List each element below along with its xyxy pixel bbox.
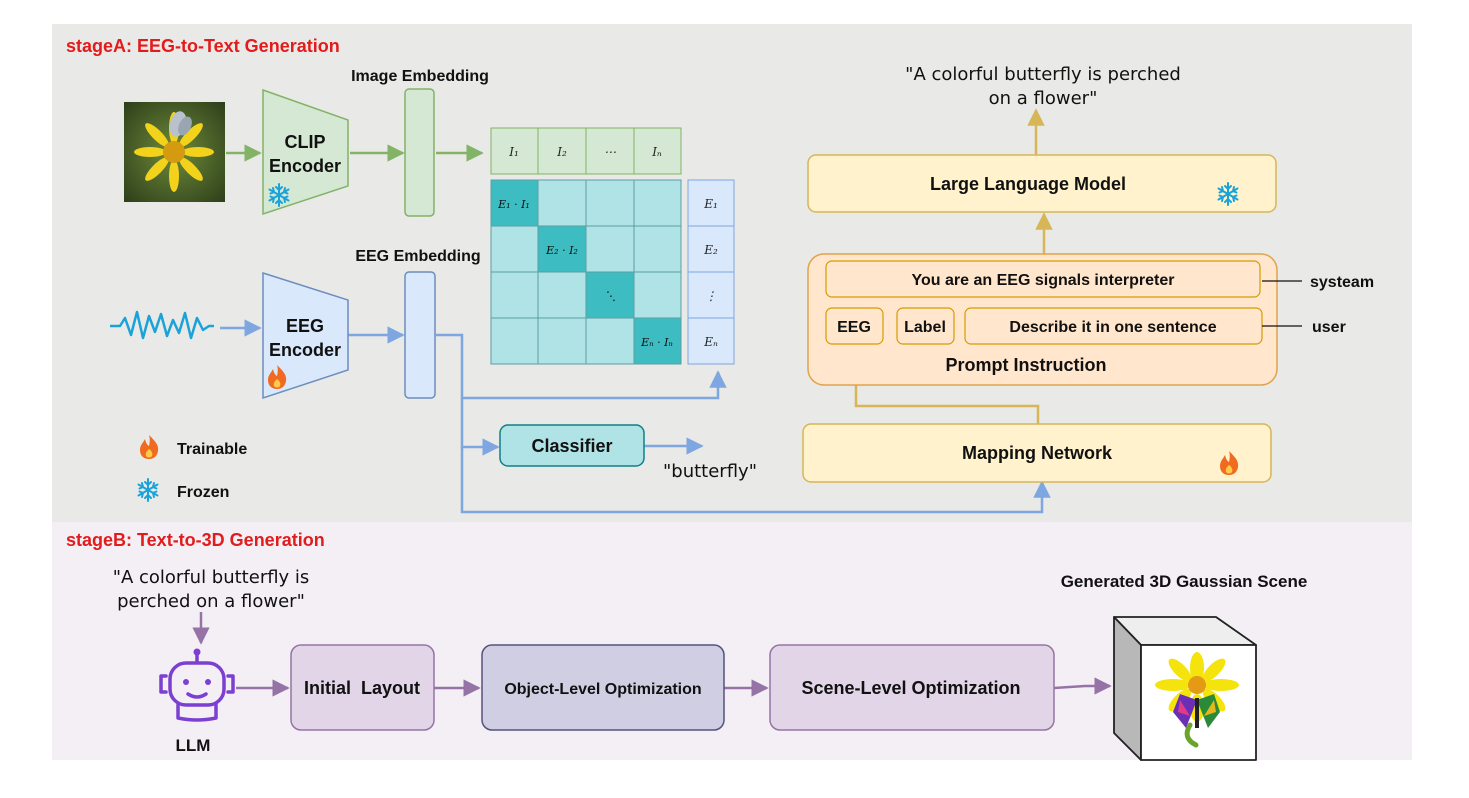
eeg-encoder-label-line1: EEG <box>286 316 324 336</box>
prompt-instruction-title: Prompt Instruction <box>946 355 1107 375</box>
llm-output-line2: on a flower" <box>989 88 1098 109</box>
clip-encoder-label-line1: CLIP <box>284 132 325 152</box>
image-token-ellipsis: ⋯ <box>604 145 616 159</box>
initial-layout-label: Initial Layout <box>304 678 420 698</box>
classifier-output: "butterfly" <box>663 461 757 482</box>
user-prompt-text: Describe it in one sentence <box>1009 319 1216 336</box>
mapping-network-label: Mapping Network <box>962 443 1113 463</box>
initial-layout-box <box>290 644 435 731</box>
robot-icon <box>159 648 235 722</box>
label-chip-label: Label <box>904 319 946 336</box>
llm-output-line1: "A colorful butterfly is perched <box>905 64 1181 85</box>
object-level-optimization-label: Object-Level Optimization <box>504 681 701 698</box>
system-tag: systeam <box>1310 274 1374 291</box>
classifier-box <box>499 424 645 467</box>
eeg-embedding-bar <box>404 271 436 399</box>
diag-cell-n: Eₙ · Iₙ <box>640 336 673 349</box>
eeg-token-column <box>687 179 735 365</box>
system-prompt-text: You are an EEG signals interpreter <box>912 272 1175 289</box>
image-token-1: I₁ <box>508 145 519 159</box>
legend-trainable: Trainable <box>177 441 247 458</box>
large-language-model-box <box>807 154 1277 213</box>
llm-label: LLM <box>176 736 211 755</box>
eeg-encoder <box>262 271 349 400</box>
eeg-encoder-label-line2: Encoder <box>269 340 341 360</box>
eeg-token-2: E₂ <box>703 243 718 257</box>
output-label: Generated 3D Gaussian Scene <box>1061 572 1308 591</box>
eeg-chip <box>825 307 884 345</box>
label-chip <box>896 307 955 345</box>
3d-cube-icon <box>1113 616 1257 761</box>
similarity-matrix <box>490 179 682 365</box>
image-token-n: Iₙ <box>651 145 662 159</box>
image-embedding-bar <box>404 88 435 217</box>
stage-b-title: stageB: Text-to-3D Generation <box>66 530 325 550</box>
eeg-chip-label: EEG <box>837 319 871 336</box>
object-level-optimization-box <box>481 644 725 731</box>
stage-b-input-line2: perched on a flower" <box>117 591 305 612</box>
eeg-embedding-label: EEG Embedding <box>355 248 480 265</box>
clip-encoder <box>262 88 349 216</box>
classifier-label: Classifier <box>531 436 612 456</box>
gaussian-scene-render <box>1155 652 1239 748</box>
user-tag: user <box>1312 319 1346 336</box>
stage-b-input-line1: "A colorful butterfly is <box>113 567 310 588</box>
eeg-token-1: E₁ <box>703 197 718 211</box>
scene-level-optimization-box <box>769 644 1055 731</box>
image-token-row <box>490 127 682 175</box>
diag-cell-2: E₂ · I₂ <box>545 244 578 257</box>
large-language-model-label: Large Language Model <box>930 174 1126 194</box>
eeg-waveform-icon <box>110 310 214 340</box>
image-token-2: I₂ <box>556 145 567 159</box>
stage-a-title: stageA: EEG-to-Text Generation <box>66 36 340 56</box>
butterfly-flower-photo <box>124 102 225 202</box>
system-prompt-box <box>825 260 1261 298</box>
eeg-token-vdots: ⋮ <box>705 289 717 303</box>
eeg-token-n: Eₙ <box>703 335 718 349</box>
legend-frozen: Frozen <box>177 484 229 501</box>
clip-encoder-label-line2: Encoder <box>269 156 341 176</box>
diag-cell-3: ⋱ <box>604 289 616 303</box>
image-embedding-label: Image Embedding <box>351 68 489 85</box>
mapping-network-box <box>802 423 1272 483</box>
scene-level-optimization-label: Scene-Level Optimization <box>801 678 1020 698</box>
diag-cell-1: E₁ · I₁ <box>497 198 530 211</box>
